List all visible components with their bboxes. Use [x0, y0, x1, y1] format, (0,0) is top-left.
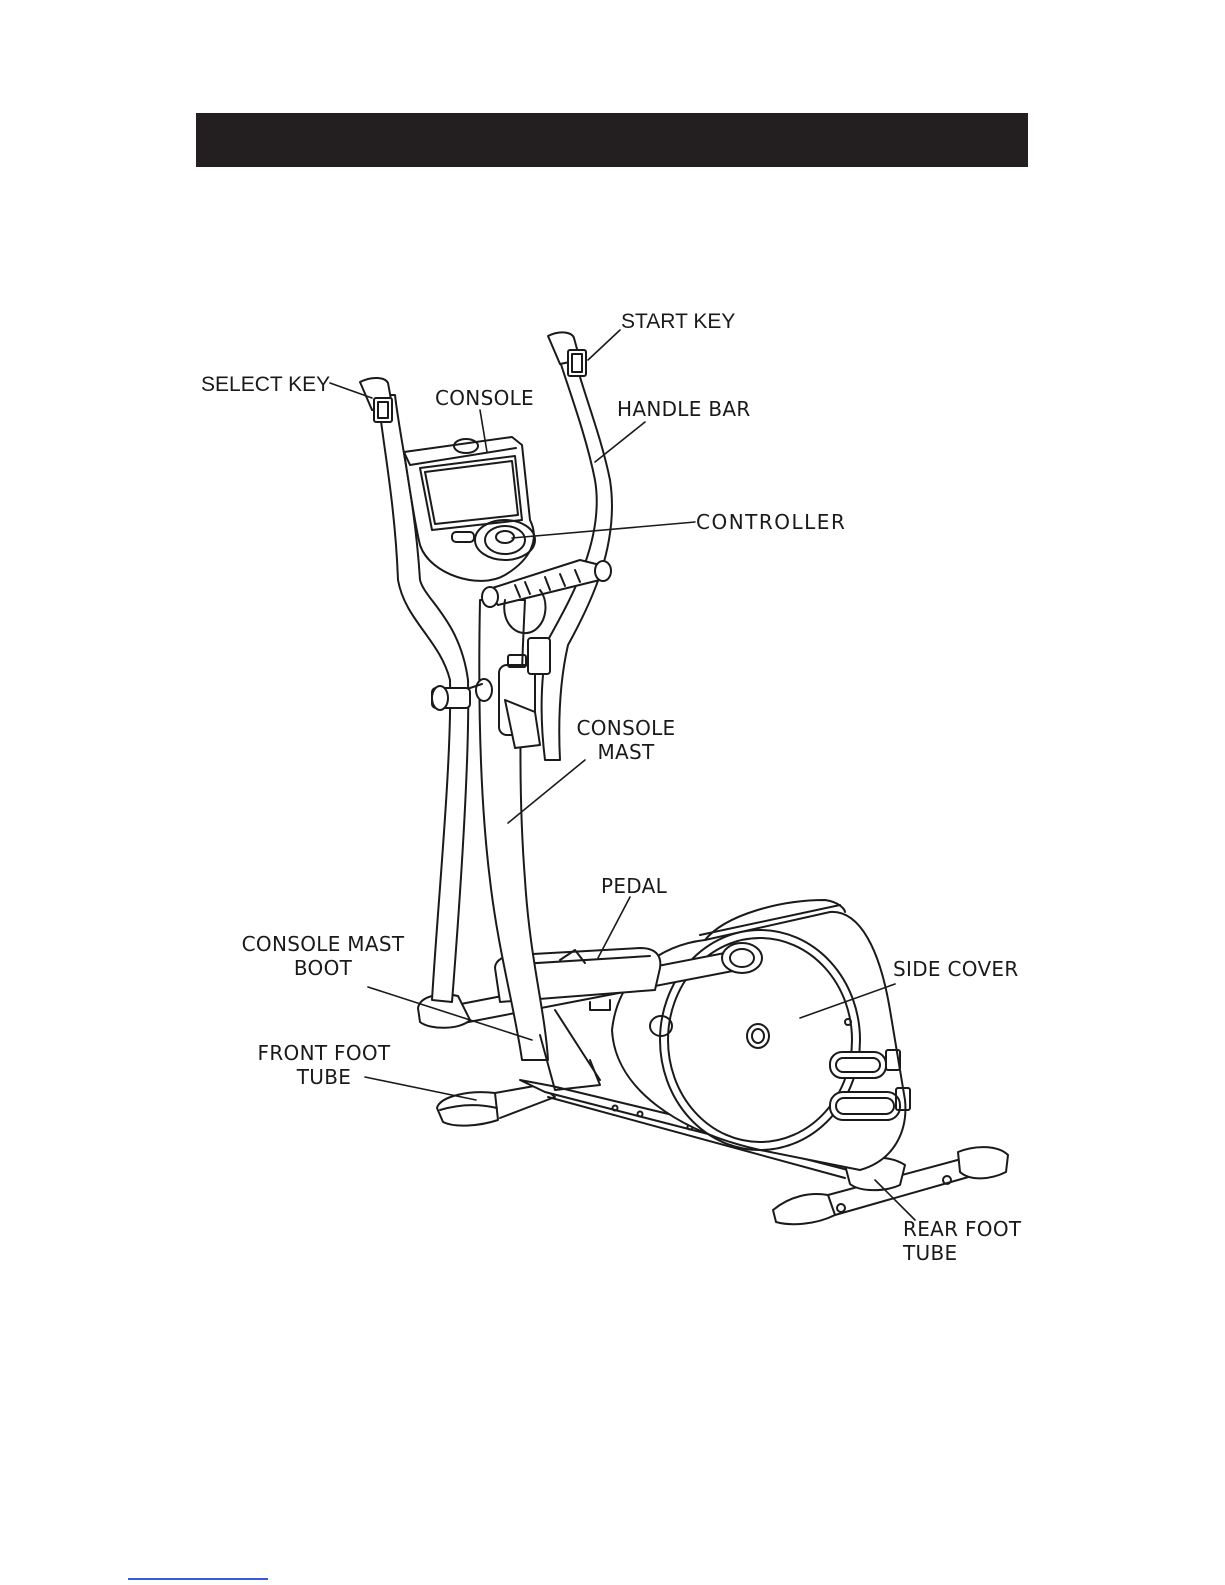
label-pedal: PEDAL: [601, 874, 667, 898]
label-rear-foot-tube-line1: REAR FOOT: [903, 1217, 1021, 1241]
label-select-key: SELECT KEY: [201, 373, 330, 397]
label-handle-bar: HANDLE BAR: [617, 397, 751, 421]
right-handle-bar: [528, 332, 612, 760]
flywheel-housing: [612, 900, 910, 1170]
label-side-cover: SIDE COVER: [893, 957, 1019, 981]
label-console-mast-boot: CONSOLE MAST BOOT: [238, 932, 408, 980]
label-console-mast-boot-line2: BOOT: [238, 956, 408, 980]
label-console-mast-line1: CONSOLE: [566, 716, 686, 740]
label-front-foot-tube-line1: FRONT FOOT: [250, 1041, 398, 1065]
footer-rule: [128, 1578, 268, 1580]
label-console-mast: CONSOLE MAST: [566, 716, 686, 764]
label-rear-foot-tube: REAR FOOT TUBE: [903, 1217, 1021, 1265]
console: [404, 437, 535, 581]
label-console-mast-boot-line1: CONSOLE MAST: [238, 932, 408, 956]
label-front-foot-tube: FRONT FOOT TUBE: [250, 1041, 398, 1089]
label-front-foot-tube-line2: TUBE: [250, 1065, 398, 1089]
label-rear-foot-tube-line2: TUBE: [903, 1241, 1021, 1265]
label-start-key: START KEY: [621, 310, 735, 334]
front-foot-tube: [437, 1085, 555, 1126]
label-console-mast-line2: MAST: [566, 740, 686, 764]
label-console: CONSOLE: [435, 386, 534, 410]
label-controller: CONTROLLER: [696, 510, 846, 534]
